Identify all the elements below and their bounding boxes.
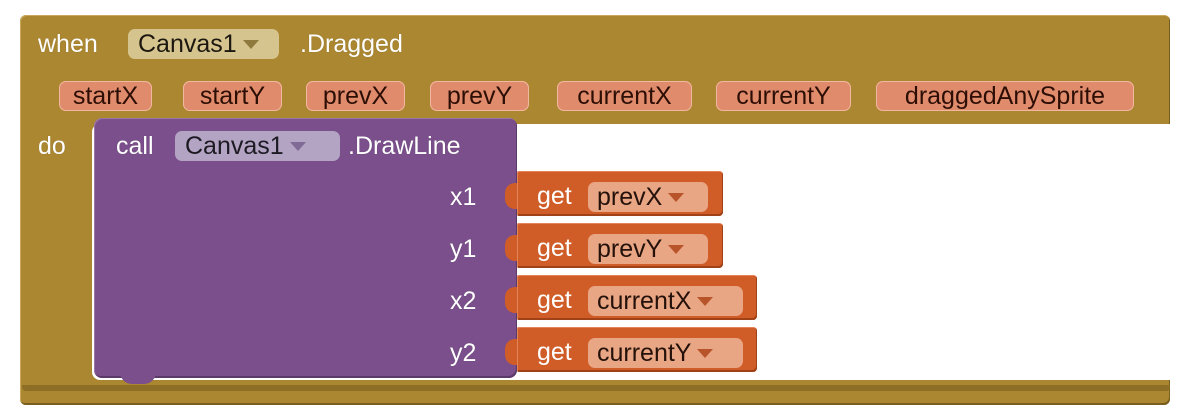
param-currentY[interactable]: currentY: [716, 81, 851, 111]
variable-dropdown-prevY[interactable]: prevY: [588, 234, 708, 264]
variable-label: currentX: [597, 286, 692, 315]
arg-label-y1: y1: [450, 235, 477, 263]
variable-label: currentY: [597, 338, 692, 367]
call-component-label: Canvas1: [185, 131, 284, 160]
get-keyword: get: [537, 234, 572, 262]
arg-label-x1: x1: [450, 183, 477, 211]
variable-dropdown-currentX[interactable]: currentX: [588, 286, 743, 316]
param-currentX[interactable]: currentX: [557, 81, 692, 111]
do-keyword: do: [38, 132, 66, 160]
call-block-bottom-notch: [120, 370, 156, 384]
chevron-down-icon: [289, 141, 306, 151]
plug-connector: [505, 183, 519, 209]
chevron-down-icon: [242, 39, 259, 49]
param-draggedAnySprite[interactable]: draggedAnySprite: [876, 81, 1134, 111]
get-keyword: get: [537, 286, 572, 314]
get-keyword: get: [537, 182, 572, 210]
arg-label-y2: y2: [450, 339, 477, 367]
arg-label-x2: x2: [450, 287, 477, 315]
event-name: .Dragged: [300, 30, 403, 58]
chevron-down-icon: [668, 192, 685, 202]
drawline-call-block[interactable]: [94, 118, 517, 378]
plug-connector: [505, 235, 519, 261]
get-keyword: get: [537, 338, 572, 366]
event-component-label: Canvas1: [138, 29, 237, 58]
variable-label: prevX: [597, 182, 663, 211]
chevron-down-icon: [697, 296, 714, 306]
plug-connector: [505, 287, 519, 313]
param-startY[interactable]: startY: [183, 81, 282, 111]
chevron-down-icon: [668, 244, 685, 254]
method-name: .DrawLine: [348, 132, 461, 160]
variable-label: prevY: [597, 234, 663, 263]
variable-dropdown-prevX[interactable]: prevX: [588, 182, 708, 212]
plug-connector: [505, 339, 519, 365]
param-prevX[interactable]: prevX: [306, 81, 405, 111]
call-keyword: call: [116, 132, 154, 160]
event-block-bottom-edge: [22, 385, 1170, 391]
when-keyword: when: [38, 30, 98, 58]
event-component-dropdown[interactable]: Canvas1: [128, 29, 279, 59]
chevron-down-icon: [697, 348, 714, 358]
call-component-dropdown[interactable]: Canvas1: [175, 131, 340, 161]
param-startX[interactable]: startX: [59, 81, 152, 111]
param-prevY[interactable]: prevY: [430, 81, 529, 111]
variable-dropdown-currentY[interactable]: currentY: [588, 338, 743, 368]
